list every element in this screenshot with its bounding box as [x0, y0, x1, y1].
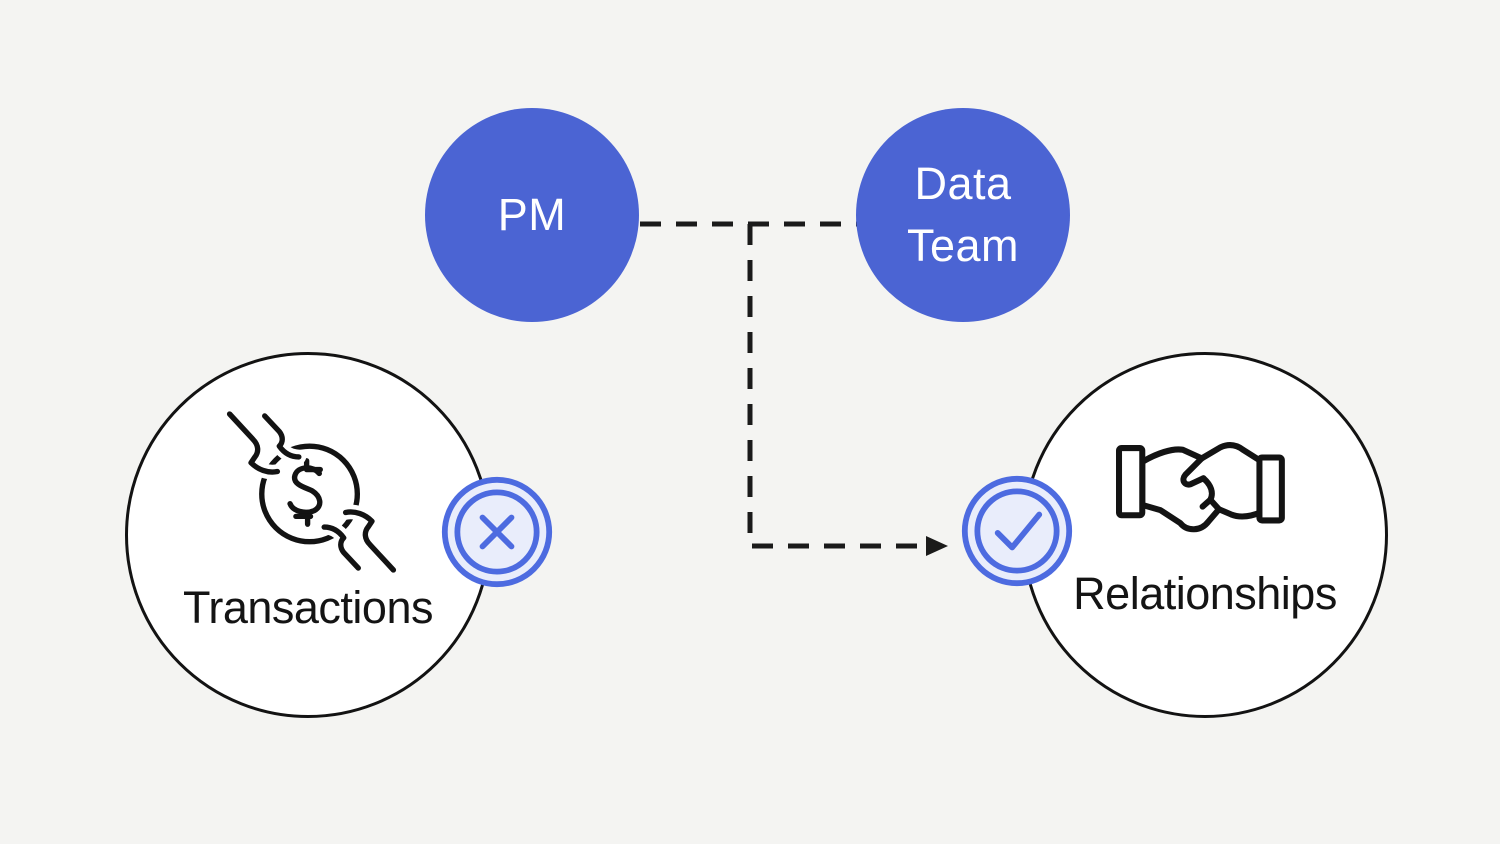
node-data-team-label-line2: Team [906, 220, 1020, 271]
node-transactions [125, 352, 491, 718]
dashed-elbow-connector [747, 224, 926, 549]
node-relationships-label: Relationships [1073, 568, 1337, 619]
node-data-team: Data Team [856, 108, 1070, 322]
node-pm: PM [425, 108, 639, 322]
arrowhead-icon [926, 536, 948, 556]
handshake-icon [1116, 442, 1285, 533]
node-data-team-label-line1: Data [914, 158, 1012, 209]
hand-top-left [226, 411, 307, 480]
node-pm-label: PM [497, 189, 567, 240]
node-transactions-label: Transactions [183, 582, 433, 633]
money-exchange-icon [226, 411, 397, 573]
node-relationships [1022, 352, 1388, 718]
check-icon [961, 475, 1073, 587]
x-cross-icon [441, 476, 553, 588]
hand-bottom-right [316, 504, 397, 573]
